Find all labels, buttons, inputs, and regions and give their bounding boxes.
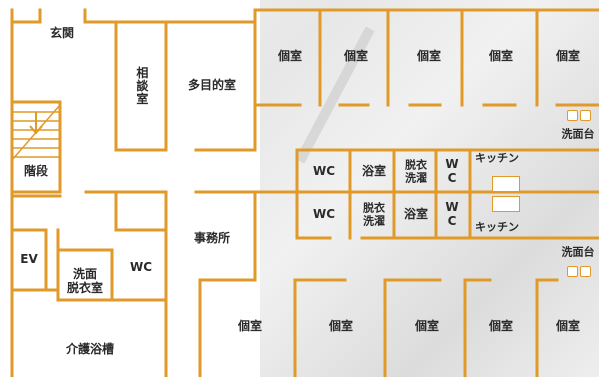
room-label-multipurpose: 多目的室	[187, 78, 237, 93]
room-label-office: 事務所	[193, 231, 231, 246]
room-label-wash-changing: 洗面 脱衣室	[66, 267, 104, 295]
kitchen-sink-fixture	[492, 196, 520, 212]
kitchen-sink-fixture	[492, 176, 520, 192]
room-label-bath: 浴室	[361, 164, 387, 179]
room-label-changing: 脱衣 洗濯	[405, 158, 427, 184]
washbasin-fixture	[567, 266, 591, 277]
room-label-private-room: 個室	[414, 319, 440, 334]
room-label-bath: 浴室	[403, 207, 429, 222]
room-label-private-room: 個室	[488, 319, 514, 334]
room-label-private-room: 個室	[343, 49, 369, 64]
room-label-kitchen: キッチン	[475, 151, 519, 165]
room-label-wc: WC	[312, 207, 336, 222]
room-label-changing: 脱衣 洗濯	[363, 201, 385, 227]
room-label-wc: WC	[312, 164, 336, 179]
room-label-private-room: 個室	[416, 49, 442, 64]
room-label-entrance: 玄関	[49, 26, 75, 41]
room-label-wc-vertical: W C	[445, 157, 459, 185]
washbasin-fixture	[567, 110, 591, 121]
room-label-care-bath: 介護浴槽	[65, 342, 115, 357]
room-label-kitchen: キッチン	[475, 220, 519, 234]
room-label-washbasin: 洗面台	[561, 127, 595, 141]
room-label-private-room: 個室	[237, 319, 263, 334]
room-label-private-room: 個室	[555, 49, 581, 64]
room-label-wc: WC	[129, 260, 153, 275]
room-label-private-room: 個室	[277, 49, 303, 64]
room-label-washbasin: 洗面台	[561, 245, 595, 259]
room-label-ev: EV	[20, 252, 38, 267]
arrow-down-icon	[29, 112, 43, 135]
room-label-stairs: 階段	[23, 164, 49, 179]
room-label-private-room: 個室	[328, 319, 354, 334]
room-label-private-room: 個室	[488, 49, 514, 64]
room-label-consultation: 相談室	[134, 66, 149, 106]
room-label-private-room: 個室	[555, 319, 581, 334]
room-label-wc-vertical: W C	[445, 200, 459, 228]
